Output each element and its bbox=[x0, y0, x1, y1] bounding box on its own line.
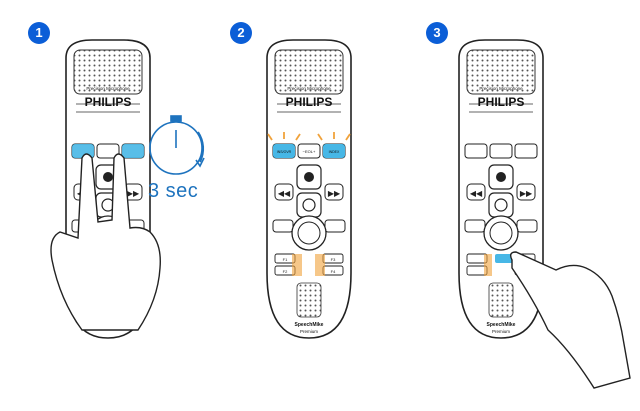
highlight-right-button-2 bbox=[323, 144, 345, 158]
brand-1: PHILIPS bbox=[85, 95, 132, 109]
hand-icon bbox=[50, 153, 161, 331]
stopwatch-icon bbox=[149, 115, 205, 175]
timer-label: 3 sec bbox=[148, 180, 199, 202]
btn-right-label: INDEX bbox=[329, 150, 340, 154]
brand-3: PHILIPS bbox=[478, 95, 525, 109]
mic-label-2: Precision Microphone bbox=[287, 86, 331, 91]
step-2-badge: 2 bbox=[230, 22, 252, 44]
btn-mid-label: −EOL+ bbox=[303, 149, 316, 154]
btn-left-label: INS/OVR bbox=[277, 150, 292, 154]
highlight-left-button-2 bbox=[273, 144, 295, 158]
fkey-f4: F4 bbox=[331, 269, 336, 274]
glow-fkeys-2b bbox=[315, 254, 325, 276]
mic-label-3: Precision Microphone bbox=[479, 86, 523, 91]
fkey-f2: F2 bbox=[283, 269, 288, 274]
step-1-badge: 1 bbox=[28, 22, 50, 44]
highlight-fkey-3 bbox=[495, 254, 515, 263]
fkey-f3: F3 bbox=[331, 257, 336, 262]
highlight-right-button-1 bbox=[122, 144, 144, 158]
model-name-2: SpeechMike bbox=[295, 322, 324, 328]
glow-fkeys-2 bbox=[292, 254, 302, 276]
model-name-3: SpeechMike bbox=[487, 322, 516, 328]
step-3-badge: 3 bbox=[426, 22, 448, 44]
glow-fkeys-3 bbox=[484, 254, 492, 276]
brand-2: PHILIPS bbox=[286, 95, 333, 109]
model-variant-2: Premium bbox=[300, 329, 318, 334]
hand-icon-3 bbox=[509, 251, 631, 389]
mic-label-1: Precision Microphone bbox=[86, 86, 130, 91]
model-variant-3: Premium bbox=[492, 329, 510, 334]
glow-top-2 bbox=[267, 132, 351, 141]
device-2 bbox=[266, 39, 352, 339]
fkey-f1: F1 bbox=[283, 257, 288, 262]
